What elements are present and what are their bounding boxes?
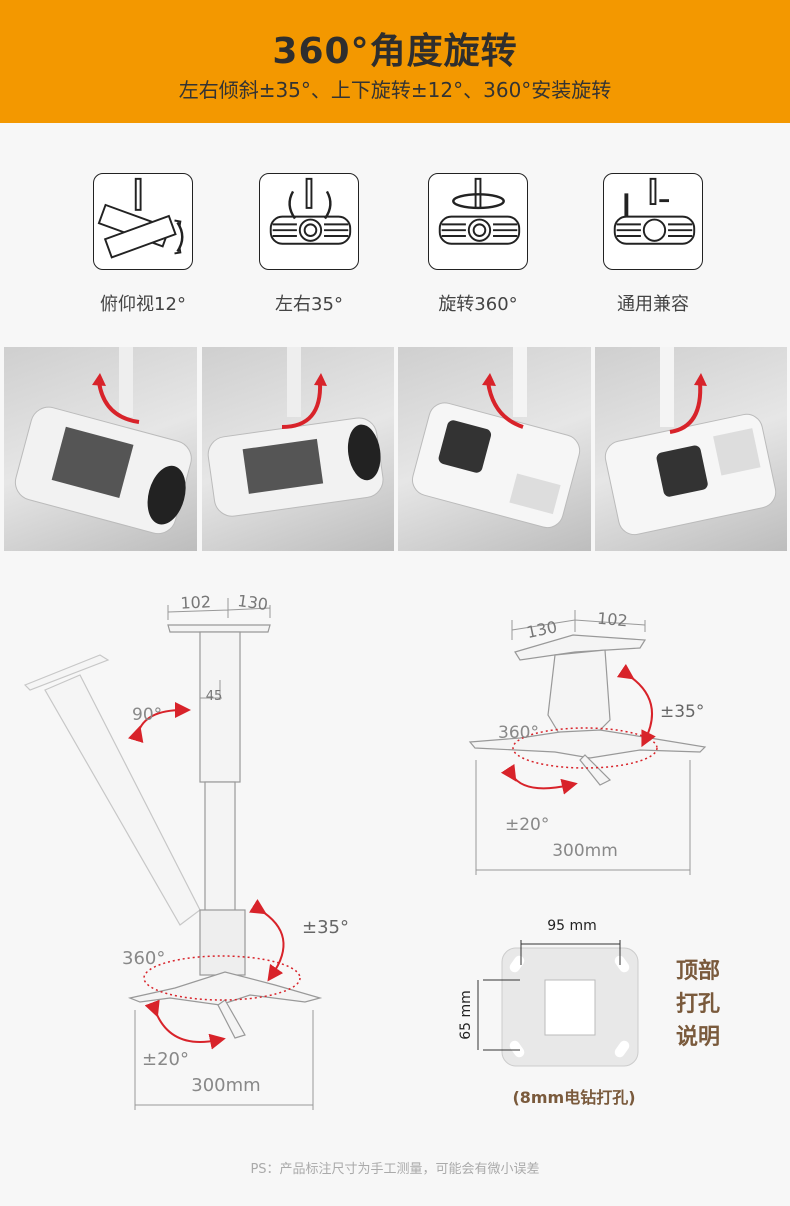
plate-title-line-1: 顶部 xyxy=(676,958,720,984)
right-dim-a: 130 xyxy=(525,617,559,642)
page-title: 360°角度旋转 xyxy=(272,31,518,72)
mount-diagrams: 102 130 45 90° ±35° 360° ±20° 300mm 130 … xyxy=(23,591,720,1110)
plate-title-line-2: 打孔 xyxy=(676,992,720,1017)
feature-label: 通用兼容 xyxy=(617,294,689,315)
tilt-icon xyxy=(93,173,193,270)
left-rotate-label: 360° xyxy=(122,948,165,969)
right-width-label: 300mm xyxy=(552,841,618,861)
compatible-icon xyxy=(603,173,703,270)
swivel-icon xyxy=(259,173,359,270)
photo-tilt-down xyxy=(4,347,197,551)
rotate-icon xyxy=(428,173,528,270)
plate-title-line-3: 说明 xyxy=(676,1024,720,1050)
feature-rotate: 旋转360° xyxy=(408,173,548,316)
feature-tilt: 俯仰视12° xyxy=(73,173,213,316)
plate-height-label: 65 mm xyxy=(458,990,474,1040)
left-mount-drawing xyxy=(23,624,323,1039)
photo-swivel-left xyxy=(398,347,591,551)
left-arm-angle: 90° xyxy=(132,705,162,725)
feature-label: 左右35° xyxy=(275,294,343,315)
photo-tilt-up xyxy=(202,347,394,551)
header-banner: 360°角度旋转 左右倾斜±35°、上下旋转±12°、360°安装旋转 xyxy=(0,0,790,123)
photo-swivel-right xyxy=(595,347,787,551)
left-width-label: 300mm xyxy=(191,1075,260,1096)
page-subtitle: 左右倾斜±35°、上下旋转±12°、360°安装旋转 xyxy=(178,78,612,102)
footnote: PS：产品标注尺寸为手工测量，可能会有微小误差 xyxy=(250,1162,540,1177)
left-dim-b: 130 xyxy=(236,591,269,614)
plate-width-label: 95 mm xyxy=(547,918,597,934)
right-tilt-label: ±35° xyxy=(660,702,704,722)
left-swing-label: ±20° xyxy=(142,1049,189,1070)
feature-swivel: 左右35° xyxy=(239,173,379,316)
feature-label: 俯仰视12° xyxy=(100,294,186,315)
feature-compatible: 通用兼容 xyxy=(583,173,723,316)
left-tilt-label: ±35° xyxy=(302,917,349,938)
right-rotate-label: 360° xyxy=(498,723,539,743)
left-tube-label: 45 xyxy=(206,689,223,704)
plate-note: (8mm电钻打孔) xyxy=(512,1088,635,1107)
mounting-plate xyxy=(501,947,639,1067)
left-dim-a: 102 xyxy=(180,592,211,613)
feature-label: 旋转360° xyxy=(438,294,518,315)
right-dim-b: 102 xyxy=(596,609,628,631)
right-mount-drawing xyxy=(468,634,707,786)
right-swing-label: ±20° xyxy=(505,815,549,835)
